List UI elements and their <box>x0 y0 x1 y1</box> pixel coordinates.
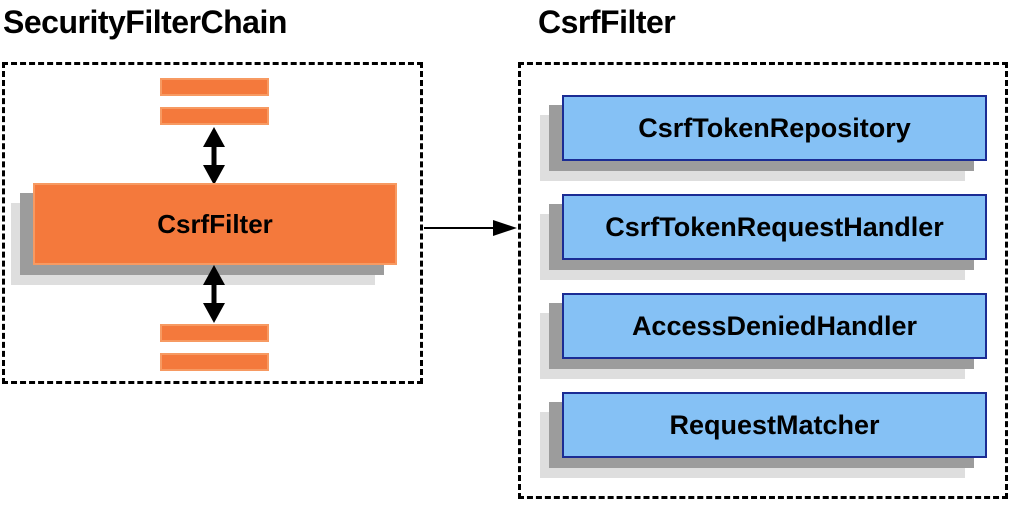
filter-placeholder-bar <box>160 324 269 342</box>
csrf-filter-box-label: CsrfFilter <box>33 183 397 265</box>
csrf-filter-title: CsrfFilter <box>538 4 676 40</box>
filter-placeholder-bar <box>160 107 269 125</box>
csrf-token-request-handler-label: CsrfTokenRequestHandler <box>562 194 987 260</box>
filter-placeholder-bar <box>160 353 269 371</box>
request-matcher-box: RequestMatcher <box>540 392 987 478</box>
csrf-token-repository-box: CsrfTokenRepository <box>540 95 987 181</box>
access-denied-handler-label: AccessDeniedHandler <box>562 293 987 359</box>
csrf-filter-container <box>518 62 1008 499</box>
request-matcher-label: RequestMatcher <box>562 392 987 458</box>
access-denied-handler-box: AccessDeniedHandler <box>540 293 987 379</box>
csrf-filter-box: CsrfFilter <box>11 183 397 285</box>
csrf-token-request-handler-box: CsrfTokenRequestHandler <box>540 194 987 280</box>
csrf-token-repository-label: CsrfTokenRepository <box>562 95 987 161</box>
security-filter-chain-title: SecurityFilterChain <box>3 4 287 40</box>
filter-placeholder-bar <box>160 78 269 96</box>
up-down-arrow-icon <box>199 265 229 323</box>
flow-arrow-icon <box>424 217 517 239</box>
security-filter-chain-container <box>2 62 423 384</box>
up-down-arrow-icon <box>199 127 229 185</box>
